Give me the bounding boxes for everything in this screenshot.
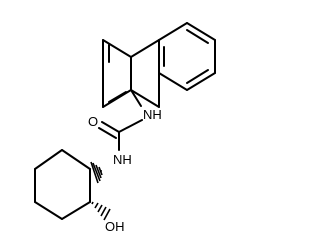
hydroxyl-label: OH	[105, 219, 125, 234]
n-carbonyl-bond	[118, 119, 143, 133]
aryl-n-bond	[130, 89, 142, 107]
aryl-nh-label: NH	[143, 107, 162, 122]
structure-diagram: NH O NH OH	[34, 22, 216, 234]
naphthalene-ring	[102, 22, 216, 108]
hash-wedge-c2-oh	[91, 201, 111, 221]
carbonyl-double-bond-a	[101, 121, 120, 133]
amide-o-label: O	[88, 114, 98, 129]
cyclohexane-ring	[34, 149, 91, 220]
cyclohexyl-nh-label: NH	[113, 152, 132, 167]
carbonyl-double-bond-b	[98, 127, 117, 139]
hash-wedge-c1-n	[90, 161, 103, 184]
